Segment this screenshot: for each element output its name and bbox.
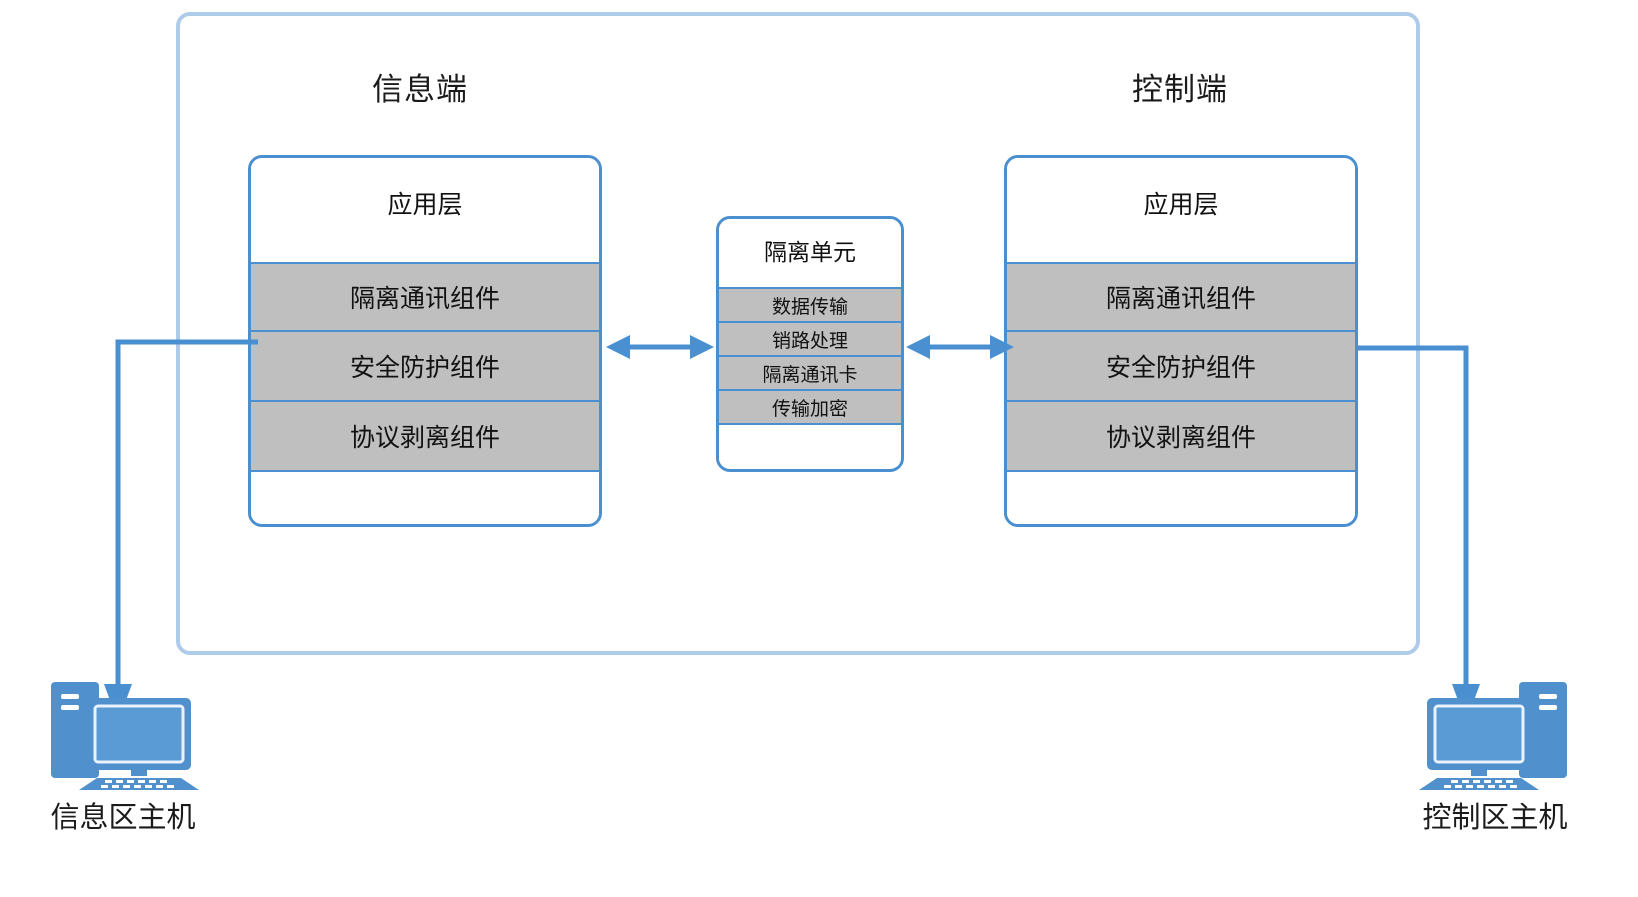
control-panel-footer-spacer — [1007, 472, 1355, 524]
info-component-security-protection: 安全防护组件 — [251, 332, 599, 402]
double-headed-arrow-icon-right — [906, 335, 1014, 359]
desktop-computer-icon — [1419, 682, 1567, 790]
info-side-title: 信息端 — [372, 72, 468, 107]
control-panel-header: 应用层 — [1007, 158, 1355, 262]
double-headed-arrow-icon-left — [606, 335, 714, 359]
info-panel-footer-spacer — [251, 472, 599, 524]
control-side-panel: 应用层 隔离通讯组件 安全防护组件 协议剥离组件 — [1004, 155, 1358, 527]
info-panel-header: 应用层 — [251, 158, 599, 262]
desktop-computer-icon — [51, 682, 199, 790]
info-zone-host: 信息区主机 — [18, 668, 228, 836]
isolation-function-comm-card: 隔离通讯卡 — [719, 355, 901, 389]
system-boundary-container — [176, 12, 1420, 655]
info-component-protocol-stripping: 协议剥离组件 — [251, 402, 599, 472]
control-component-isolation-comm: 隔离通讯组件 — [1007, 262, 1355, 332]
isolation-unit-header: 隔离单元 — [719, 219, 901, 287]
control-component-protocol-stripping: 协议剥离组件 — [1007, 402, 1355, 472]
control-side-title: 控制端 — [1132, 72, 1228, 107]
isolation-unit-panel: 隔离单元 数据传输 销路处理 隔离通讯卡 传输加密 — [716, 216, 904, 472]
control-zone-host: 控制区主机 — [1390, 668, 1600, 836]
info-zone-host-label: 信息区主机 — [50, 802, 196, 834]
control-component-security-protection: 安全防护组件 — [1007, 332, 1355, 402]
control-zone-host-label: 控制区主机 — [1422, 802, 1568, 834]
info-side-panel: 应用层 隔离通讯组件 安全防护组件 协议剥离组件 — [248, 155, 602, 527]
isolation-function-data-transfer: 数据传输 — [719, 287, 901, 321]
isolation-function-link-processing: 销路处理 — [719, 321, 901, 355]
isolation-unit-footer-spacer — [719, 423, 901, 467]
info-component-isolation-comm: 隔离通讯组件 — [251, 262, 599, 332]
isolation-function-transfer-encryption: 传输加密 — [719, 389, 901, 423]
